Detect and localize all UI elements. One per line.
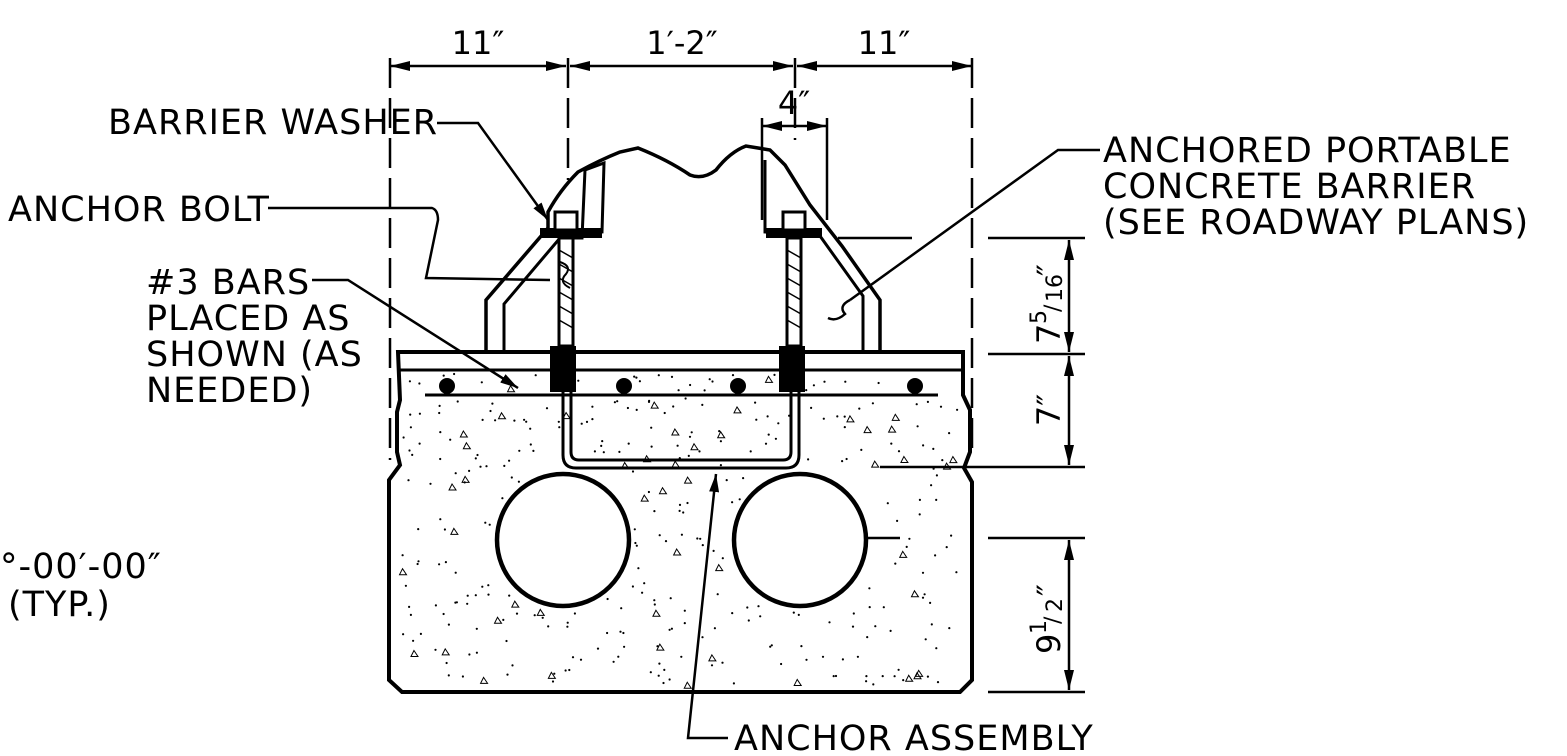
rebar-dots bbox=[439, 378, 923, 394]
dim-left: 11″ bbox=[452, 24, 505, 62]
label-barrier-3: (SEE ROADWAY PLANS) bbox=[1103, 203, 1529, 243]
dim-bolt-offset: 4″ bbox=[778, 84, 810, 122]
bolt-squiggle bbox=[559, 261, 571, 289]
washer-right bbox=[766, 228, 822, 238]
void-right bbox=[731, 471, 869, 609]
bolt-extension-lines bbox=[760, 118, 829, 220]
callout-labels: BARRIER WASHER ANCHOR BOLT #3 BARS PLACE… bbox=[0, 103, 1529, 756]
dimension-texts: 11″ 1′-2″ 11″ 4″ 7 5 / 16 ″ 7″ 9 1 / 2 ″ bbox=[452, 24, 1068, 654]
bolt-left bbox=[550, 210, 579, 392]
anchor-assembly-outer bbox=[561, 340, 801, 470]
label-bars-3: SHOWN (AS bbox=[146, 335, 363, 375]
svg-text:″: ″ bbox=[1030, 264, 1068, 276]
extension-lines bbox=[388, 58, 974, 460]
concrete-stipple bbox=[398, 372, 959, 689]
leader-lines bbox=[268, 121, 1100, 740]
svg-text:″: ″ bbox=[1030, 584, 1068, 596]
svg-text:/: / bbox=[1041, 616, 1066, 624]
label-barrier-2: CONCRETE BARRIER bbox=[1103, 167, 1476, 207]
top-dimension-lines bbox=[390, 61, 972, 131]
label-barrier-washer: BARRIER WASHER bbox=[108, 103, 438, 143]
dim-right: 11″ bbox=[858, 24, 911, 62]
svg-text:7″: 7″ bbox=[1030, 394, 1068, 426]
label-bars-1: #3 BARS bbox=[146, 263, 310, 303]
label-anchor-bolt: ANCHOR BOLT bbox=[8, 190, 270, 230]
label-bars-2: PLACED AS bbox=[146, 299, 351, 339]
label-angle: °-00′-00″ bbox=[0, 547, 162, 587]
barrier-inner-left bbox=[502, 160, 606, 352]
svg-text:7: 7 bbox=[1030, 324, 1068, 344]
bolt-right bbox=[779, 210, 807, 392]
svg-text:5: 5 bbox=[1027, 310, 1052, 324]
dim-deck-top: 7″ bbox=[1030, 394, 1068, 426]
label-bars-4: NEEDED) bbox=[146, 371, 313, 411]
barrier-outline bbox=[484, 144, 882, 352]
label-angle-typ: (TYP.) bbox=[8, 585, 111, 625]
dim-middle: 1′-2″ bbox=[646, 24, 718, 62]
svg-text:9: 9 bbox=[1030, 634, 1068, 654]
svg-text:1: 1 bbox=[1027, 620, 1052, 634]
washer-left bbox=[540, 228, 602, 238]
svg-text:2: 2 bbox=[1043, 598, 1068, 612]
label-barrier-1: ANCHORED PORTABLE bbox=[1103, 131, 1512, 171]
dim-barrier-height: 7 5 / 16 ″ bbox=[1027, 264, 1068, 344]
label-anchor-assembly: ANCHOR ASSEMBLY bbox=[734, 719, 1094, 751]
dim-deck-bottom: 9 1 / 2 ″ bbox=[1027, 584, 1068, 654]
svg-text:16: 16 bbox=[1043, 274, 1068, 302]
anchor-assembly-inner bbox=[569, 345, 793, 462]
void-left bbox=[494, 471, 632, 609]
deck-slab-outline bbox=[387, 350, 974, 694]
svg-text:/: / bbox=[1041, 304, 1066, 312]
